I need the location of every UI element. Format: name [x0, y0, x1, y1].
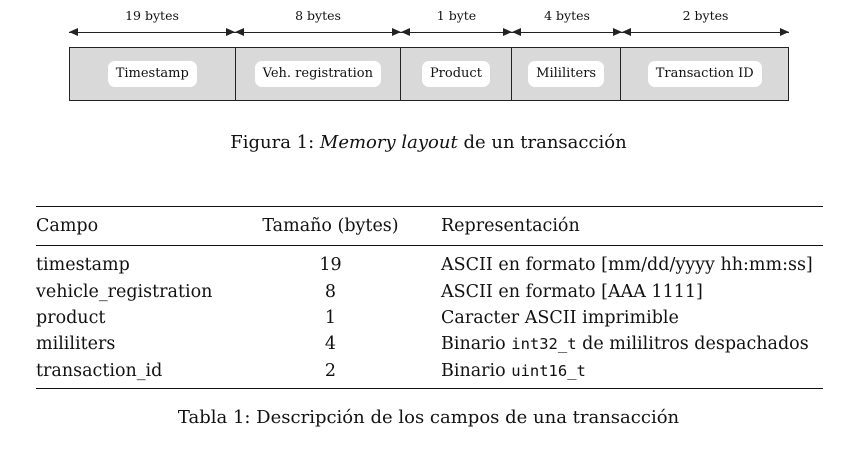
repr-code: uint16_t	[511, 361, 586, 380]
field-label: Mililiters	[528, 61, 605, 87]
dimension-veh-registration: 8 bytes	[235, 6, 401, 42]
field-cell-veh-registration: Veh. registration	[236, 48, 402, 100]
cell-size: 4	[324, 334, 337, 355]
repr-text: ASCII en formato [mm/dd/yyyy hh:mm:ss]	[441, 255, 813, 276]
repr-text: Binario	[441, 334, 512, 355]
table-row: vehicle_registration 8 ASCII en formato …	[36, 278, 823, 304]
table-row: mililiters 4 Binario int32_t de mililitr…	[36, 331, 823, 357]
cell-campo: product	[36, 307, 106, 328]
cell-repr: ASCII en formato [mm/dd/yyyy hh:mm:ss]	[416, 246, 823, 278]
header-repr: Representación	[441, 216, 580, 236]
table-row: transaction_id 2 Binario uint16_t	[36, 358, 823, 388]
table-top-rule	[36, 206, 823, 207]
cell-campo: vehicle_registration	[36, 281, 213, 302]
size-label: 1 byte	[436, 8, 477, 23]
field-cell-transaction-id: Transaction ID	[621, 48, 788, 100]
double-arrow-icon	[622, 28, 789, 36]
repr-text: Binario	[441, 360, 512, 381]
double-arrow-icon	[69, 28, 235, 36]
field-label: Veh. registration	[254, 61, 381, 87]
size-label: 8 bytes	[295, 8, 341, 23]
double-arrow-icon	[401, 28, 512, 36]
figure-caption: Figura 1: Memory layout de un transacció…	[0, 132, 857, 153]
cell-size: 19	[319, 255, 342, 276]
field-label: Timestamp	[107, 61, 197, 87]
fields-table: Campo Tamaño (bytes) Representación time…	[36, 206, 823, 389]
fields-table-grid: Campo Tamaño (bytes) Representación	[36, 207, 823, 245]
header-size: Tamaño (bytes)	[262, 216, 399, 236]
double-arrow-icon	[235, 28, 401, 36]
memory-fields-bar: Timestamp Veh. registration Product Mili…	[69, 47, 789, 101]
field-label: Product	[421, 61, 490, 87]
field-cell-mililiters: Mililiters	[512, 48, 622, 100]
table-caption: Tabla 1: Descripción de los campos de un…	[177, 407, 680, 428]
dimension-product: 1 byte	[401, 6, 512, 42]
cell-repr: Binario int32_t de mililitros despachado…	[416, 331, 823, 357]
cell-size: 1	[324, 307, 337, 328]
repr-text-post: de mililitros despachados	[576, 334, 809, 355]
table-bottom-rule	[36, 387, 823, 389]
field-cell-timestamp: Timestamp	[70, 48, 236, 100]
repr-code: int32_t	[511, 335, 577, 354]
double-arrow-icon	[512, 28, 622, 36]
cell-size: 2	[324, 360, 337, 381]
repr-text: ASCII en formato [AAA 1111]	[441, 281, 703, 302]
size-label: 4 bytes	[544, 8, 590, 23]
cell-repr: ASCII en formato [AAA 1111]	[416, 278, 823, 304]
field-cell-product: Product	[401, 48, 512, 100]
fields-table-body: timestamp 19 ASCII en formato [mm/dd/yyy…	[36, 246, 823, 388]
cell-campo: timestamp	[36, 255, 130, 276]
size-label: 19 bytes	[125, 8, 179, 23]
figure-caption-italic: Memory layout	[319, 132, 458, 153]
figure-caption-suffix: de un transacción	[463, 132, 627, 153]
cell-size: 8	[324, 281, 337, 302]
repr-text: Caracter ASCII imprimible	[441, 307, 679, 328]
table-row: timestamp 19 ASCII en formato [mm/dd/yyy…	[36, 246, 823, 278]
dimension-mililiters: 4 bytes	[512, 6, 622, 42]
field-label: Transaction ID	[647, 61, 762, 87]
cell-campo: transaction_id	[36, 360, 163, 381]
header-campo: Campo	[36, 216, 99, 236]
dimension-timestamp: 19 bytes	[69, 6, 235, 42]
memory-layout-figure: 19 bytes 8 bytes 1 byte 4 bytes 2 bytes …	[0, 0, 857, 170]
table-header-rule	[36, 245, 823, 246]
size-label: 2 bytes	[682, 8, 729, 23]
byte-size-dimensions: 19 bytes 8 bytes 1 byte 4 bytes 2 bytes	[69, 6, 789, 42]
table-row: product 1 Caracter ASCII imprimible	[36, 305, 823, 331]
cell-repr: Caracter ASCII imprimible	[416, 305, 823, 331]
table-header-row: Campo Tamaño (bytes) Representación	[36, 207, 823, 245]
dimension-transaction-id: 2 bytes	[622, 6, 789, 42]
cell-campo: mililiters	[36, 334, 116, 355]
cell-repr: Binario uint16_t	[416, 358, 823, 388]
figure-caption-prefix: Figura 1:	[230, 132, 315, 153]
